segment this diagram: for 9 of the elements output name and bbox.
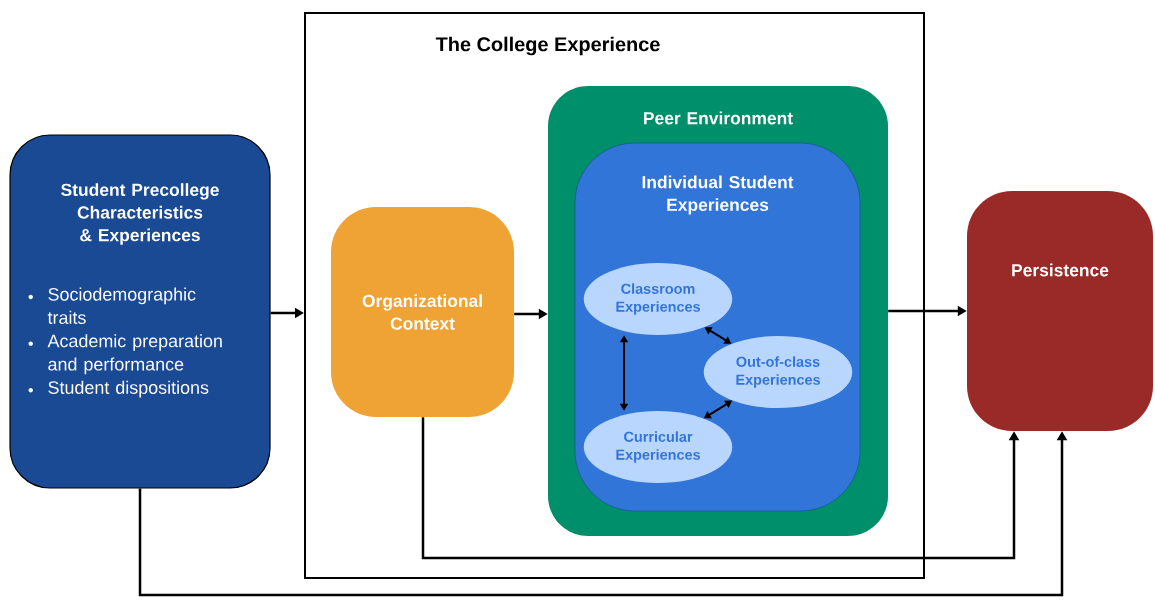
list-item: Student dispositions (28, 380, 209, 398)
heading: Persistence (1012, 263, 1109, 277)
heading: The College Experience (435, 36, 660, 56)
list-item: Sociodemographic traits (28, 287, 196, 324)
heading: Individual Student Experiences (642, 175, 794, 215)
heading: Peer Environment (644, 111, 793, 125)
heading: Organizational Context (362, 294, 482, 330)
heading: Student Precollege Characteristics & Experiences (61, 183, 219, 245)
list-item: Academic preparation and performance (28, 334, 222, 375)
